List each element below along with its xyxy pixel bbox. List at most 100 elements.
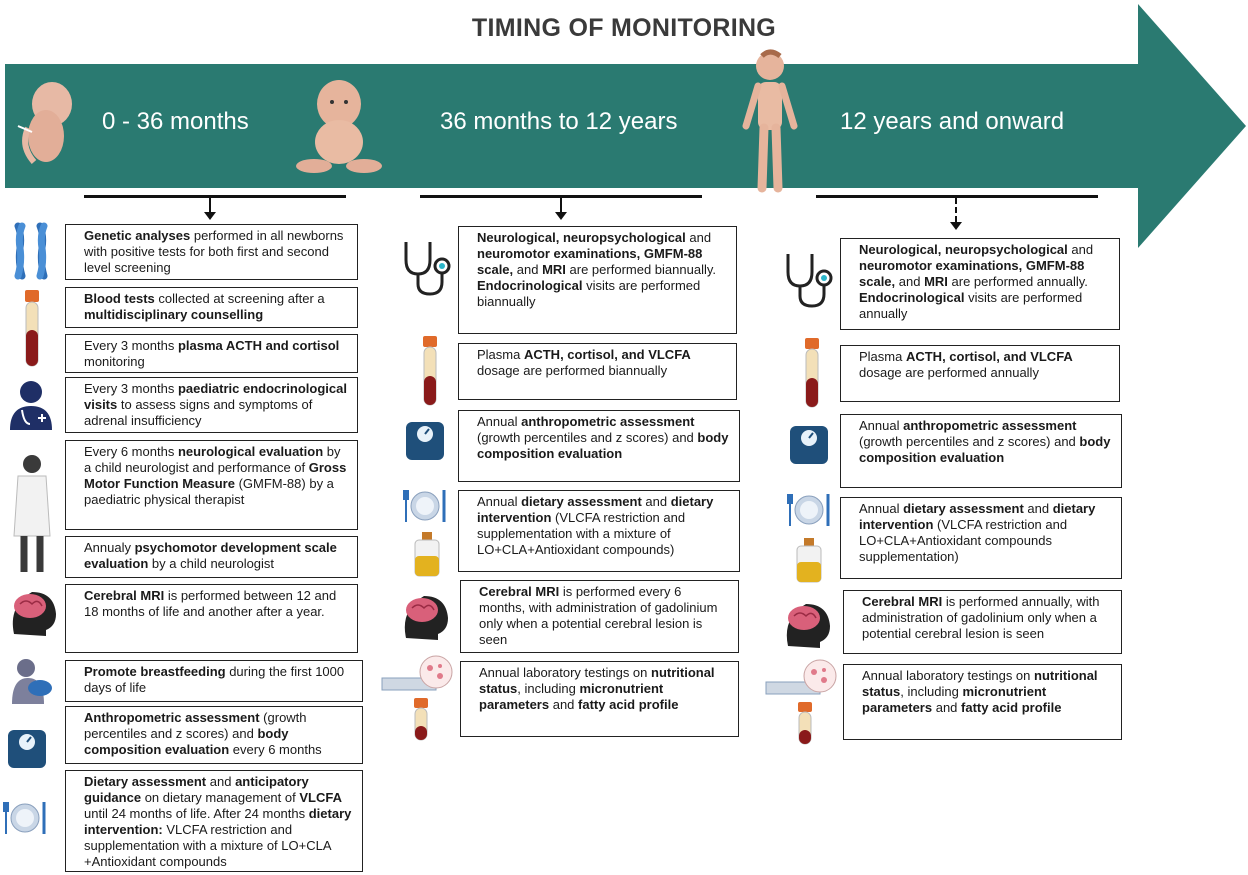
stage-label-0-36-months: 0 - 36 months <box>102 108 249 135</box>
text: and <box>1067 242 1094 257</box>
col2-cerebral-mri-box: Cerebral MRI is performed every 6 months… <box>460 580 739 653</box>
col1-psychomotor-box: Annualy psychomotor development scale ev… <box>65 536 358 578</box>
diagram-title: TIMING OF MONITORING <box>471 14 777 42</box>
bold-text: anthropometric assessment <box>521 414 695 429</box>
bold-text: paediatric endocrinological visits <box>84 381 347 412</box>
bold-text: multidisciplinary counselling <box>84 307 264 322</box>
bold-text: Genetic analyses <box>84 228 191 243</box>
bold-text: ACTH, cortisol, and VLCFA <box>905 349 1073 364</box>
col1-endocrinological-visits-box: Every 3 months paediatric endocrinologic… <box>65 377 358 433</box>
bold-text: anthropometric assessment <box>903 418 1077 433</box>
scale-icon <box>406 422 444 460</box>
text: are performed annually. <box>947 274 1088 289</box>
col1-breastfeeding-box: Promote breastfeeding during the first 1… <box>65 660 363 702</box>
col3-plasma-box: Plasma ACTH, cortisol, and VLCFA dosage … <box>840 345 1120 402</box>
bold-text: psychomotor development scale evaluation <box>84 540 337 571</box>
col1-blood-tests-box: Blood tests collected at screening after… <box>65 287 358 328</box>
col2-dietary-box: Annual dietary assessment and dietary in… <box>458 490 740 572</box>
stethoscope-icon <box>786 254 833 308</box>
text: (growth percentiles and z scores) and <box>477 430 698 445</box>
text: and <box>932 700 962 715</box>
col3-cerebral-mri-box: Cerebral MRI is performed annually, with… <box>843 590 1122 654</box>
col3-laboratory-box: Annual laboratory testings on nutritiona… <box>843 664 1122 740</box>
col2-anthropometric-box: Annual anthropometric assessment (growth… <box>458 410 740 482</box>
text: by a child neurologist <box>148 556 275 571</box>
bold-text: neuromotor examinations, GMFM-88 scale, <box>477 246 703 277</box>
col3-dietary-box: Annual dietary assessment and dietary in… <box>840 497 1122 579</box>
bold-text: plasma ACTH and cortisol <box>177 338 340 353</box>
timeline-arrow <box>5 4 1246 248</box>
col1-neurological-evaluation-box: Every 6 months neurological evaluation b… <box>65 440 358 530</box>
bold-text: MRI <box>924 274 948 289</box>
bold-text: Endocrinological <box>477 278 583 293</box>
baby-icon <box>296 80 382 173</box>
breastfeeding-icon <box>12 659 52 704</box>
col1-acth-cortisol-box: Every 3 months plasma ACTH and cortisol … <box>65 334 358 373</box>
blood-tube-icon <box>423 336 437 406</box>
col3-neurological-box: Neurological, neuropsychological and neu… <box>840 238 1120 330</box>
bold-text: body composition evaluation <box>859 434 1111 465</box>
plate-icon <box>403 490 446 522</box>
brain-head-icon <box>404 596 448 640</box>
chromosome-icon <box>14 222 48 280</box>
text: Annual <box>477 414 522 429</box>
column-1-connector <box>209 198 211 213</box>
plate-icon <box>787 494 830 526</box>
stethoscope-icon <box>404 242 451 296</box>
bold-text: dietary intervention <box>477 494 714 525</box>
text: is performed between 12 and 18 months of… <box>84 588 337 619</box>
bold-text: dietary intervention <box>859 501 1096 532</box>
bold-text: Promote breastfeeding <box>84 664 226 679</box>
child-icon <box>742 49 798 193</box>
blood-tube-icon <box>25 290 39 367</box>
plate-icon <box>3 802 46 834</box>
bold-text: neuromotor examinations, GMFM-88 scale, <box>859 258 1085 289</box>
text: Annualy <box>84 540 135 555</box>
text: dosage are performed annually <box>859 365 1039 380</box>
text: (GMFM-88) by a paediatric physical thera… <box>84 476 334 507</box>
scale-icon <box>790 426 828 464</box>
text: (growth percentiles and z scores) and <box>84 710 307 741</box>
text: Every 3 months <box>84 338 178 353</box>
blood-tube-icon <box>805 338 819 408</box>
stage-label-12-years-onward: 12 years and onward <box>840 108 1065 135</box>
text: collected at screening after a <box>154 291 325 306</box>
col2-laboratory-box: Annual laboratory testings on nutritiona… <box>460 661 739 737</box>
text: Every 6 months <box>84 444 178 459</box>
microscope-slide-icon <box>381 655 453 741</box>
text: Plasma <box>859 349 906 364</box>
column-1-bracket <box>84 195 346 198</box>
text: (VLCFA restriction and supplementation w… <box>477 510 686 557</box>
text: to assess signs and symptoms of adrenal … <box>84 397 313 428</box>
text: , including <box>517 681 580 696</box>
bold-text: dietary intervention: <box>84 806 352 837</box>
text: Annual laboratory testings on <box>479 665 651 680</box>
text: and <box>206 774 236 789</box>
text: dosage are performed biannually <box>477 363 668 378</box>
text: VLCFA restriction and supplementation wi… <box>84 822 331 869</box>
bold-text: body composition evaluation <box>477 430 729 461</box>
column-2-arrowhead <box>555 212 567 220</box>
bold-text: dietary assessment <box>903 501 1024 516</box>
bold-text: Cerebral MRI <box>479 584 560 599</box>
text: performed in all newborns with positive … <box>84 228 344 275</box>
text: monitoring <box>84 354 145 369</box>
col1-cerebral-mri-box: Cerebral MRI is performed between 12 and… <box>65 584 358 653</box>
text: during the first 1000 days of life <box>84 664 345 695</box>
bold-text: micronutrient parameters <box>862 684 1047 715</box>
text: and <box>1023 501 1053 516</box>
bold-text: fatty acid profile <box>961 700 1062 715</box>
text: is performed every 6 months, with admini… <box>479 584 718 647</box>
bold-text: Endocrinological <box>859 290 965 305</box>
bold-text: ACTH, cortisol, and VLCFA <box>523 347 691 362</box>
text: Annual <box>859 501 904 516</box>
bold-text: nutritional status <box>862 668 1098 699</box>
col2-neurological-box: Neurological, neuropsychological and neu… <box>458 226 737 334</box>
bold-text: MRI <box>542 262 566 277</box>
column-1-arrowhead <box>204 212 216 220</box>
text: Plasma <box>477 347 524 362</box>
col1-genetic-analyses-box: Genetic analyses performed in all newbor… <box>65 224 358 280</box>
text: and <box>549 697 579 712</box>
col1-dietary-box: Dietary assessment and anticipatory guid… <box>65 770 363 872</box>
doctor-icon <box>10 381 52 430</box>
